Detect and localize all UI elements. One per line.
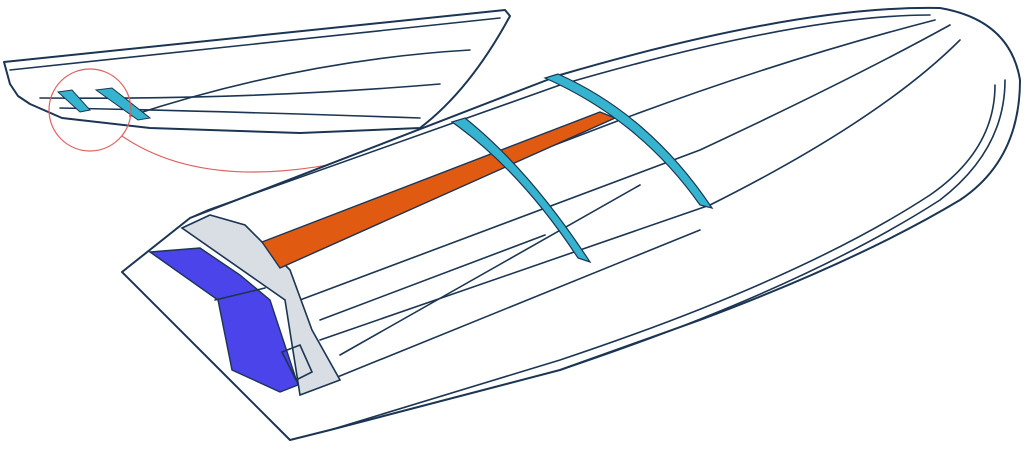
- detail-callout-circle: [48, 68, 132, 152]
- hull-cutaway: [121, 6, 1021, 441]
- section-face: [180, 214, 342, 397]
- frame-2: [543, 73, 714, 209]
- bulkhead-section: [148, 247, 299, 393]
- frame-1: [450, 117, 592, 264]
- inset-frame-2: [94, 87, 152, 121]
- inset-frame-1: [56, 89, 91, 113]
